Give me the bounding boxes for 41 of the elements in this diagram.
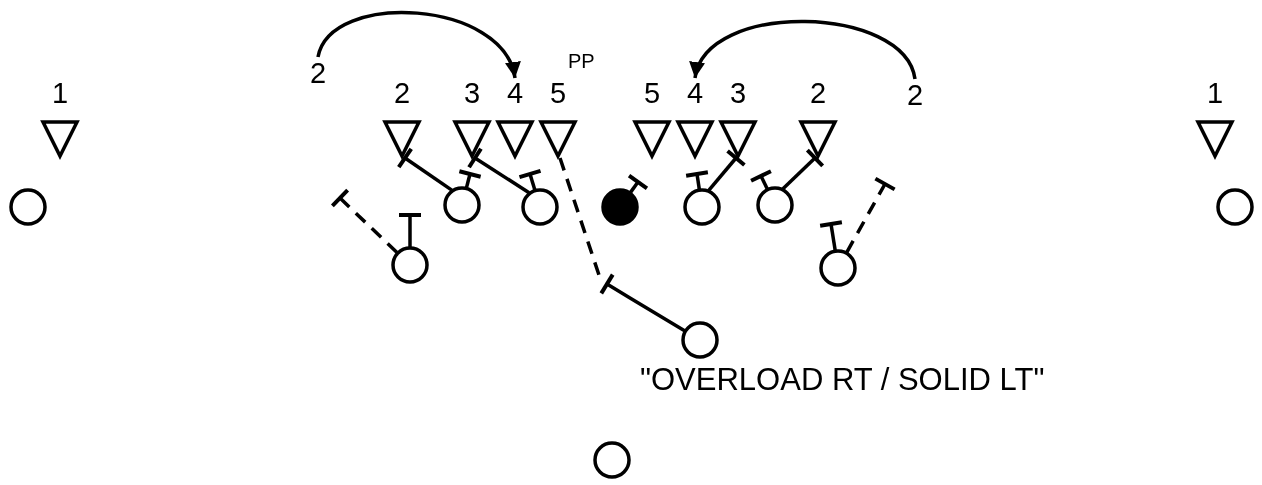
block-line xyxy=(781,148,825,191)
block-line xyxy=(467,146,530,195)
block-line xyxy=(517,168,543,191)
player-circle xyxy=(9,188,47,226)
position-number: 2 xyxy=(907,80,924,110)
block-line xyxy=(457,169,483,188)
block-line xyxy=(397,213,423,247)
player-circle xyxy=(593,441,631,479)
position-number: 3 xyxy=(464,78,481,108)
player-circle xyxy=(443,186,481,224)
pressure-note: PP xyxy=(568,50,595,73)
position-number: 2 xyxy=(394,78,411,108)
block-line xyxy=(599,272,686,333)
player-circle xyxy=(819,249,857,287)
play-name: "OVERLOAD RT / SOLID LT" xyxy=(640,362,1045,398)
block-line xyxy=(330,188,399,254)
block-line xyxy=(684,170,710,190)
player-circle xyxy=(391,246,429,284)
block-line xyxy=(845,176,897,254)
player-circle xyxy=(1216,188,1254,226)
position-number: 5 xyxy=(550,78,567,108)
player-circle xyxy=(681,321,719,359)
block-line xyxy=(818,220,844,251)
block-line xyxy=(749,169,773,190)
position-number: 3 xyxy=(730,78,747,108)
stunt-arrow xyxy=(692,19,917,80)
position-number: 4 xyxy=(687,78,704,108)
position-number: 4 xyxy=(507,78,524,108)
position-number: 2 xyxy=(810,78,827,108)
block-line xyxy=(396,146,453,192)
position-number: 1 xyxy=(1207,78,1224,108)
player-circle xyxy=(521,188,559,226)
player-circle xyxy=(756,186,794,224)
position-number: 1 xyxy=(52,78,69,108)
block-line xyxy=(627,173,649,194)
stunt-arrow xyxy=(316,10,518,79)
position-number: 2 xyxy=(310,58,327,88)
center-circle xyxy=(601,188,639,226)
position-number: 5 xyxy=(644,78,661,108)
block-line xyxy=(707,148,747,192)
player-circle xyxy=(683,188,721,226)
